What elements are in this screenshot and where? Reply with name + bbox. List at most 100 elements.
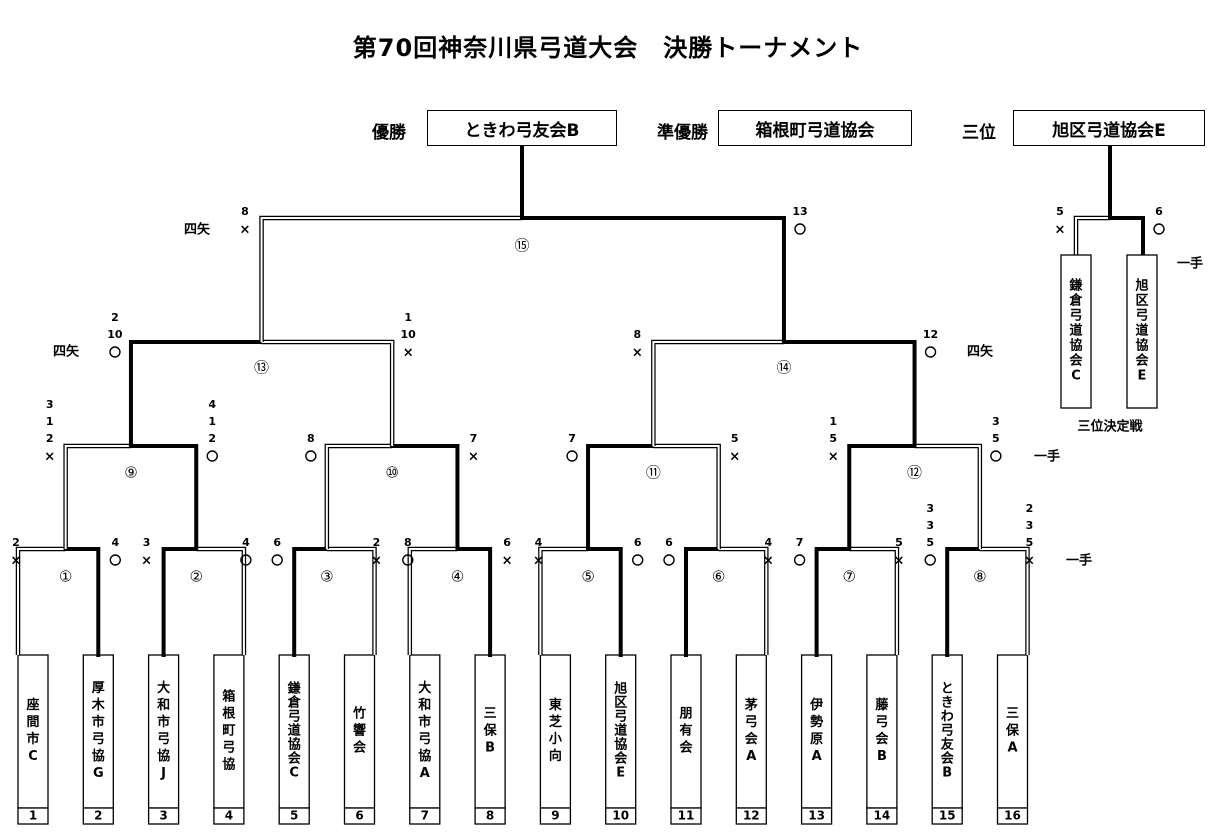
third-team-name-char: 協: [1135, 338, 1148, 354]
third-loser-line: [1073, 215, 1110, 255]
r2-left-score: 5: [829, 432, 837, 445]
team-name-char: 鎌: [287, 681, 301, 697]
r2-loser-line: [63, 443, 131, 549]
match-id: ⑧: [973, 568, 986, 586]
third-team-name-char: E: [1138, 369, 1147, 384]
r1-left-score: 3: [143, 536, 151, 549]
r2-right-score: 4: [208, 398, 216, 411]
match-id: ②: [190, 568, 203, 586]
r2-loser-line: [324, 443, 393, 549]
team-name-char: J: [160, 766, 166, 781]
team-number: 5: [290, 809, 298, 823]
team-name-char: 協: [92, 748, 105, 764]
team-name-char: 倉: [287, 695, 302, 711]
team-name-char: 箱: [222, 689, 235, 705]
team-name-char: 協: [418, 748, 431, 764]
final-left-score: 8: [241, 205, 249, 218]
team-name-char: 弓: [288, 710, 301, 725]
team-name-char: 保: [1005, 723, 1020, 739]
team-number-box: [539, 807, 572, 825]
team-number-box: [670, 807, 702, 825]
r3-loser-line-gap: [652, 341, 784, 446]
r1-right-score: 4: [111, 536, 119, 549]
team-name-char: 座: [25, 697, 39, 713]
team-name-char: C: [289, 766, 299, 781]
team-name-char: 有: [679, 723, 692, 739]
team-number: 16: [1004, 809, 1021, 823]
team-number-box: [474, 807, 506, 825]
r1-right-score: 4: [242, 536, 250, 549]
team-name-char: 会: [353, 740, 367, 756]
team-name-char: 旭: [613, 681, 627, 697]
team-number-box: [17, 807, 49, 825]
r3-right-score: 1: [404, 311, 412, 324]
team-box: [866, 654, 898, 809]
third-team-name-char: C: [1071, 369, 1081, 384]
team-number: 12: [743, 809, 760, 823]
team-box: [82, 654, 114, 809]
third-team-box: [1126, 254, 1158, 409]
team-number-box: [147, 807, 180, 825]
third-team-name-char: 道: [1069, 323, 1082, 339]
r2-right-score: 5: [731, 432, 739, 445]
final-left-cross-icon: ×: [240, 223, 251, 238]
r1-winner-line: [161, 547, 199, 657]
r1-left-score: 6: [665, 536, 673, 549]
team-number-box: [278, 807, 310, 825]
r1-right-score: 4: [764, 536, 772, 549]
team-number-box: [605, 807, 637, 825]
r1-right-cross-icon: ×: [371, 554, 382, 569]
team-number-box: [931, 807, 963, 825]
team-name-char: 協: [222, 757, 235, 773]
r2-left-cross-icon: ×: [44, 450, 55, 465]
team-name-char: A: [420, 766, 430, 781]
team-name-char: 木: [91, 697, 106, 713]
r1-right-score: 2: [1026, 502, 1034, 515]
r2-winner-line: [847, 444, 917, 551]
r3-left-cross-icon: ×: [632, 346, 643, 361]
team-number: 4: [225, 809, 233, 823]
team-name-char: 伊: [809, 697, 823, 713]
r2-right-score: 3: [992, 415, 1000, 428]
third-team-name-char: 旭: [1134, 278, 1148, 294]
r3-right-score: 12: [923, 328, 938, 341]
r1-loser-line-gap: [408, 548, 458, 655]
team-name-char: 会: [941, 751, 955, 767]
team-name-char: 市: [418, 714, 431, 730]
third-team-name-char: 会: [1069, 353, 1083, 369]
r1-right-score: 3: [1026, 519, 1034, 532]
team-name-char: 弓: [614, 710, 627, 725]
third-label: 三位: [962, 123, 996, 143]
r1-right-score: 6: [503, 536, 511, 549]
match-id: ⑥: [712, 568, 725, 586]
note-itte: 一手: [1066, 553, 1092, 569]
r3-loser-line: [651, 339, 784, 446]
team-name-char: 会: [679, 740, 693, 756]
r1-loser-line: [15, 546, 66, 655]
r2-right-score: 7: [470, 432, 478, 445]
r1-left-score: 8: [404, 536, 412, 549]
team-name-char: 芝: [549, 714, 562, 730]
team-number: 15: [939, 809, 956, 823]
third-team-name-char: 鎌: [1068, 278, 1082, 294]
third-team-name-char: 協: [1069, 338, 1082, 354]
team-number-box: [343, 807, 376, 825]
team-number-box: [996, 807, 1029, 825]
r3-left-score: 10: [107, 328, 123, 341]
r1-loser-line: [979, 546, 1030, 655]
r3-loser-line-gap: [261, 341, 394, 446]
team-name-char: 藤: [875, 697, 889, 713]
r1-loser-line: [196, 546, 247, 655]
r1-loser-line: [718, 546, 769, 655]
team-name-char: 東: [549, 697, 562, 713]
r1-right-score: 5: [895, 536, 903, 549]
r1-left-cross-icon: ×: [11, 554, 22, 569]
team-name-char: A: [746, 749, 756, 764]
team-number: 10: [612, 809, 629, 823]
match-id: ①: [59, 568, 72, 586]
r1-right-cross-icon: ×: [502, 554, 513, 569]
team-name-char: 会: [745, 731, 759, 747]
winner-label: 優勝: [372, 123, 406, 143]
team-name-char: 三: [484, 707, 497, 722]
